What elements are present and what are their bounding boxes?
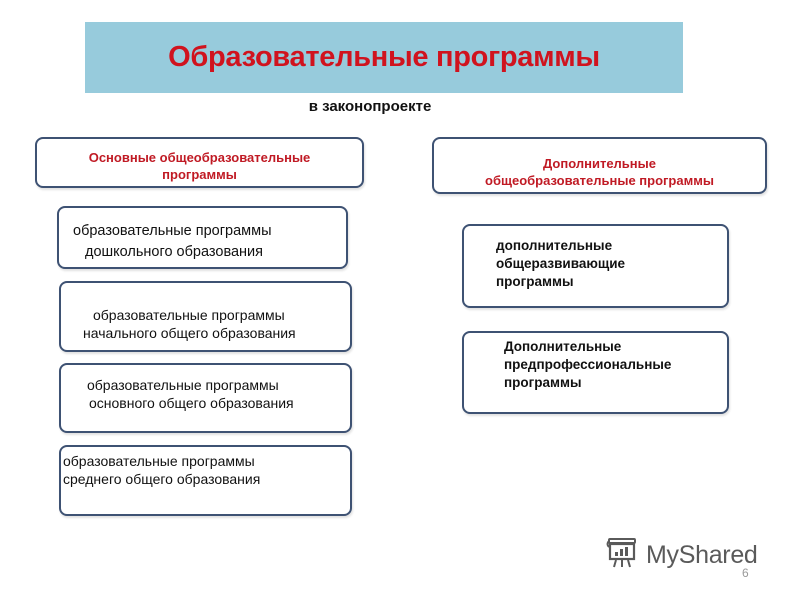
- preschool-programs-box: образовательные программы дошкольного об…: [57, 206, 348, 269]
- item-line: дополнительные: [496, 238, 613, 253]
- myshared-logo[interactable]: MyShared: [606, 536, 758, 575]
- header-line: программы: [162, 167, 237, 182]
- item-line: образовательные программы: [93, 307, 285, 323]
- item-line: среднего общего образования: [63, 471, 261, 487]
- page-number: 6: [742, 566, 749, 580]
- title-banner: Образовательные программы: [85, 22, 683, 93]
- item-line: общеразвивающие: [496, 256, 626, 271]
- secondary-programs-box: образовательные программы среднего общег…: [59, 445, 352, 516]
- item-line: Дополнительные: [504, 339, 622, 354]
- item-line: образовательные программы: [87, 377, 279, 393]
- item-line: основного общего образования: [89, 395, 294, 411]
- additional-programs-header-box: Дополнительные общеобразовательные прогр…: [432, 137, 767, 194]
- item-line: начального общего образования: [83, 325, 296, 341]
- header-line: Дополнительные: [543, 156, 656, 171]
- slide-title: Образовательные программы: [168, 41, 600, 73]
- header-line: общеобразовательные программы: [485, 173, 714, 188]
- basic-programs-box: образовательные программы основного обще…: [59, 363, 352, 433]
- item-line: дошкольного образования: [85, 244, 264, 260]
- item-line: образовательные программы: [73, 223, 272, 239]
- item-line: предпрофессиональные: [504, 357, 672, 372]
- pre-professional-programs-box: Дополнительные предпрофессиональные прог…: [462, 331, 729, 414]
- header-line: Основные общеобразовательные: [88, 150, 311, 165]
- item-line: программы: [496, 274, 574, 289]
- logo-text: MyShared: [646, 541, 758, 569]
- item-line: образовательные программы: [63, 453, 255, 469]
- main-programs-header-box: Основные общеобразовательные программы: [35, 137, 364, 188]
- item-line: программы: [504, 375, 582, 390]
- presentation-board-icon: [606, 536, 640, 575]
- primary-programs-box: образовательные программы начального общ…: [59, 281, 352, 352]
- slide-subtitle: в законопроекте: [308, 98, 432, 115]
- general-development-programs-box: дополнительные общеразвивающие программы: [462, 224, 729, 308]
